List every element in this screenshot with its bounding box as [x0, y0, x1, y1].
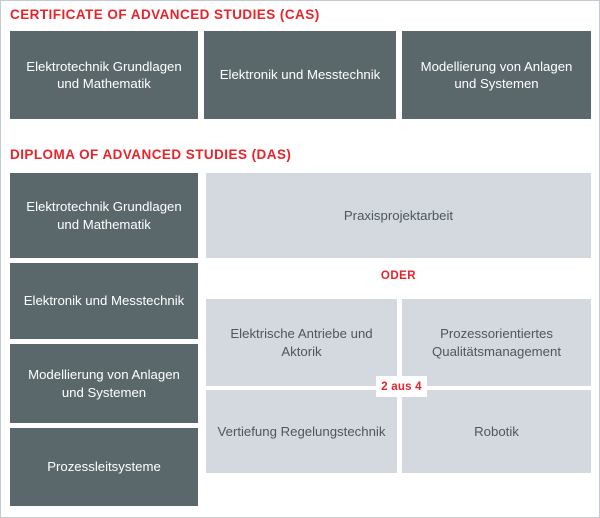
das-elective-module-box-2[interactable]: Prozessorientiertes Qualitätsmanagement: [402, 299, 591, 386]
das-elective-module-box-4[interactable]: Robotik: [402, 390, 591, 473]
cas-module-box-1[interactable]: Elektrotechnik Grundlagen und Mathematik: [10, 31, 198, 119]
cas-module-box-3[interactable]: Modellierung von Anlagen und Systemen: [402, 31, 591, 119]
das-core-module-box-1[interactable]: Elektrotechnik Grundlagen und Mathematik: [10, 173, 198, 258]
das-core-module-label-1: Elektrotechnik Grundlagen und Mathematik: [26, 199, 182, 232]
das-section-title: DIPLOMA OF ADVANCED STUDIES (DAS): [10, 147, 292, 162]
das-elective-module-label-3: Vertiefung Regelungstechnik: [217, 423, 386, 439]
cas-module-box-2[interactable]: Elektronik und Messtechnik: [204, 31, 396, 119]
das-elective-module-label-4: Robotik: [474, 423, 519, 439]
das-core-module-box-2[interactable]: Elektronik und Messtechnik: [10, 263, 198, 339]
das-project-option-box[interactable]: Praxisprojektarbeit: [206, 173, 591, 258]
cas-section-title: CERTIFICATE OF ADVANCED STUDIES (CAS): [10, 7, 320, 22]
das-core-module-label-3: Modellierung von Anlagen und Systemen: [28, 367, 180, 400]
das-elective-module-label-2: Prozessorientiertes Qualitätsmanagement: [431, 326, 562, 359]
das-core-module-label-4: Prozessleitsysteme: [47, 459, 161, 475]
das-elective-module-label-1: Elektrische Antriebe und Aktorik: [230, 326, 373, 359]
elective-count-badge: 2 aus 4: [376, 376, 427, 397]
das-core-module-box-4[interactable]: Prozessleitsysteme: [10, 428, 198, 506]
cas-module-label-2: Elektronik und Messtechnik: [219, 67, 381, 83]
das-elective-module-box-3[interactable]: Vertiefung Regelungstechnik: [206, 390, 397, 473]
das-project-option-label: Praxisprojektarbeit: [343, 207, 454, 223]
cas-module-label-3: Modellierung von Anlagen und Systemen: [420, 58, 573, 91]
das-elective-module-box-1[interactable]: Elektrische Antriebe und Aktorik: [206, 299, 397, 386]
cas-module-label-1: Elektrotechnik Grundlagen und Mathematik: [26, 58, 182, 91]
oder-separator-label: ODER: [380, 270, 417, 282]
das-core-module-label-2: Elektronik und Messtechnik: [23, 293, 185, 309]
das-core-module-box-3[interactable]: Modellierung von Anlagen und Systemen: [10, 344, 198, 423]
